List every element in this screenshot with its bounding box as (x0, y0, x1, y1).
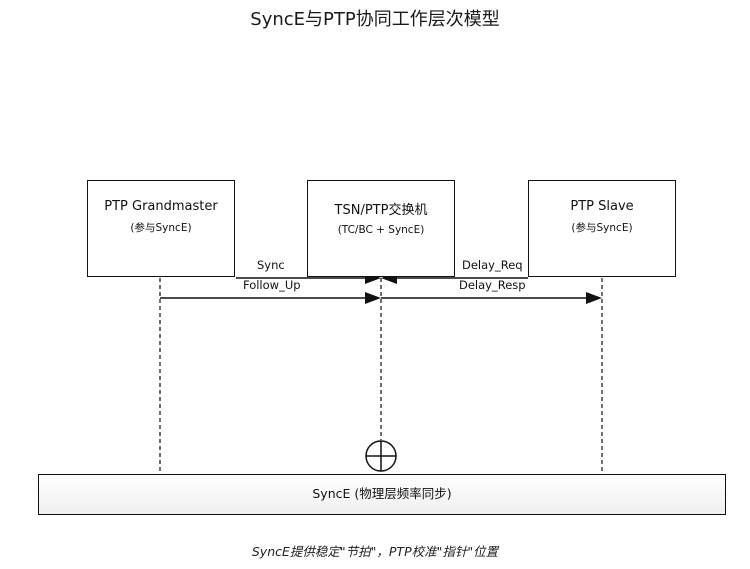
follow-up-arrowhead (365, 292, 381, 304)
synce-layer: SyncE (物理层频率同步) (38, 474, 726, 515)
node-grandmaster-sub: (参与SyncE) (130, 222, 192, 234)
node-switch: TSN/PTP交换机 (TC/BC + SyncE) (307, 180, 455, 277)
msg-follow-up: Follow_Up (243, 278, 301, 292)
circle-plus-icon (365, 440, 397, 472)
msg-sync: Sync (257, 258, 285, 272)
msg-delay-req: Delay_Req (462, 258, 523, 272)
diagram-title: SyncE与PTP协同工作层次模型 (250, 9, 500, 30)
node-switch-label: TSN/PTP交换机 (334, 203, 428, 218)
caption: SyncE提供稳定"节拍"，PTP校准"指针"位置 (251, 544, 499, 559)
msg-delay-resp: Delay_Resp (459, 278, 526, 292)
delay-resp-arrowhead (586, 292, 602, 304)
node-grandmaster: PTP Grandmaster (参与SyncE) (87, 180, 235, 277)
node-slave-sub: (参与SyncE) (571, 222, 633, 234)
node-slave: PTP Slave (参与SyncE) (528, 180, 676, 277)
node-switch-sub: (TC/BC + SyncE) (337, 224, 425, 236)
node-slave-label: PTP Slave (570, 199, 634, 214)
node-grandmaster-label: PTP Grandmaster (104, 199, 218, 214)
synce-layer-label: SyncE (物理层频率同步) (312, 486, 452, 501)
